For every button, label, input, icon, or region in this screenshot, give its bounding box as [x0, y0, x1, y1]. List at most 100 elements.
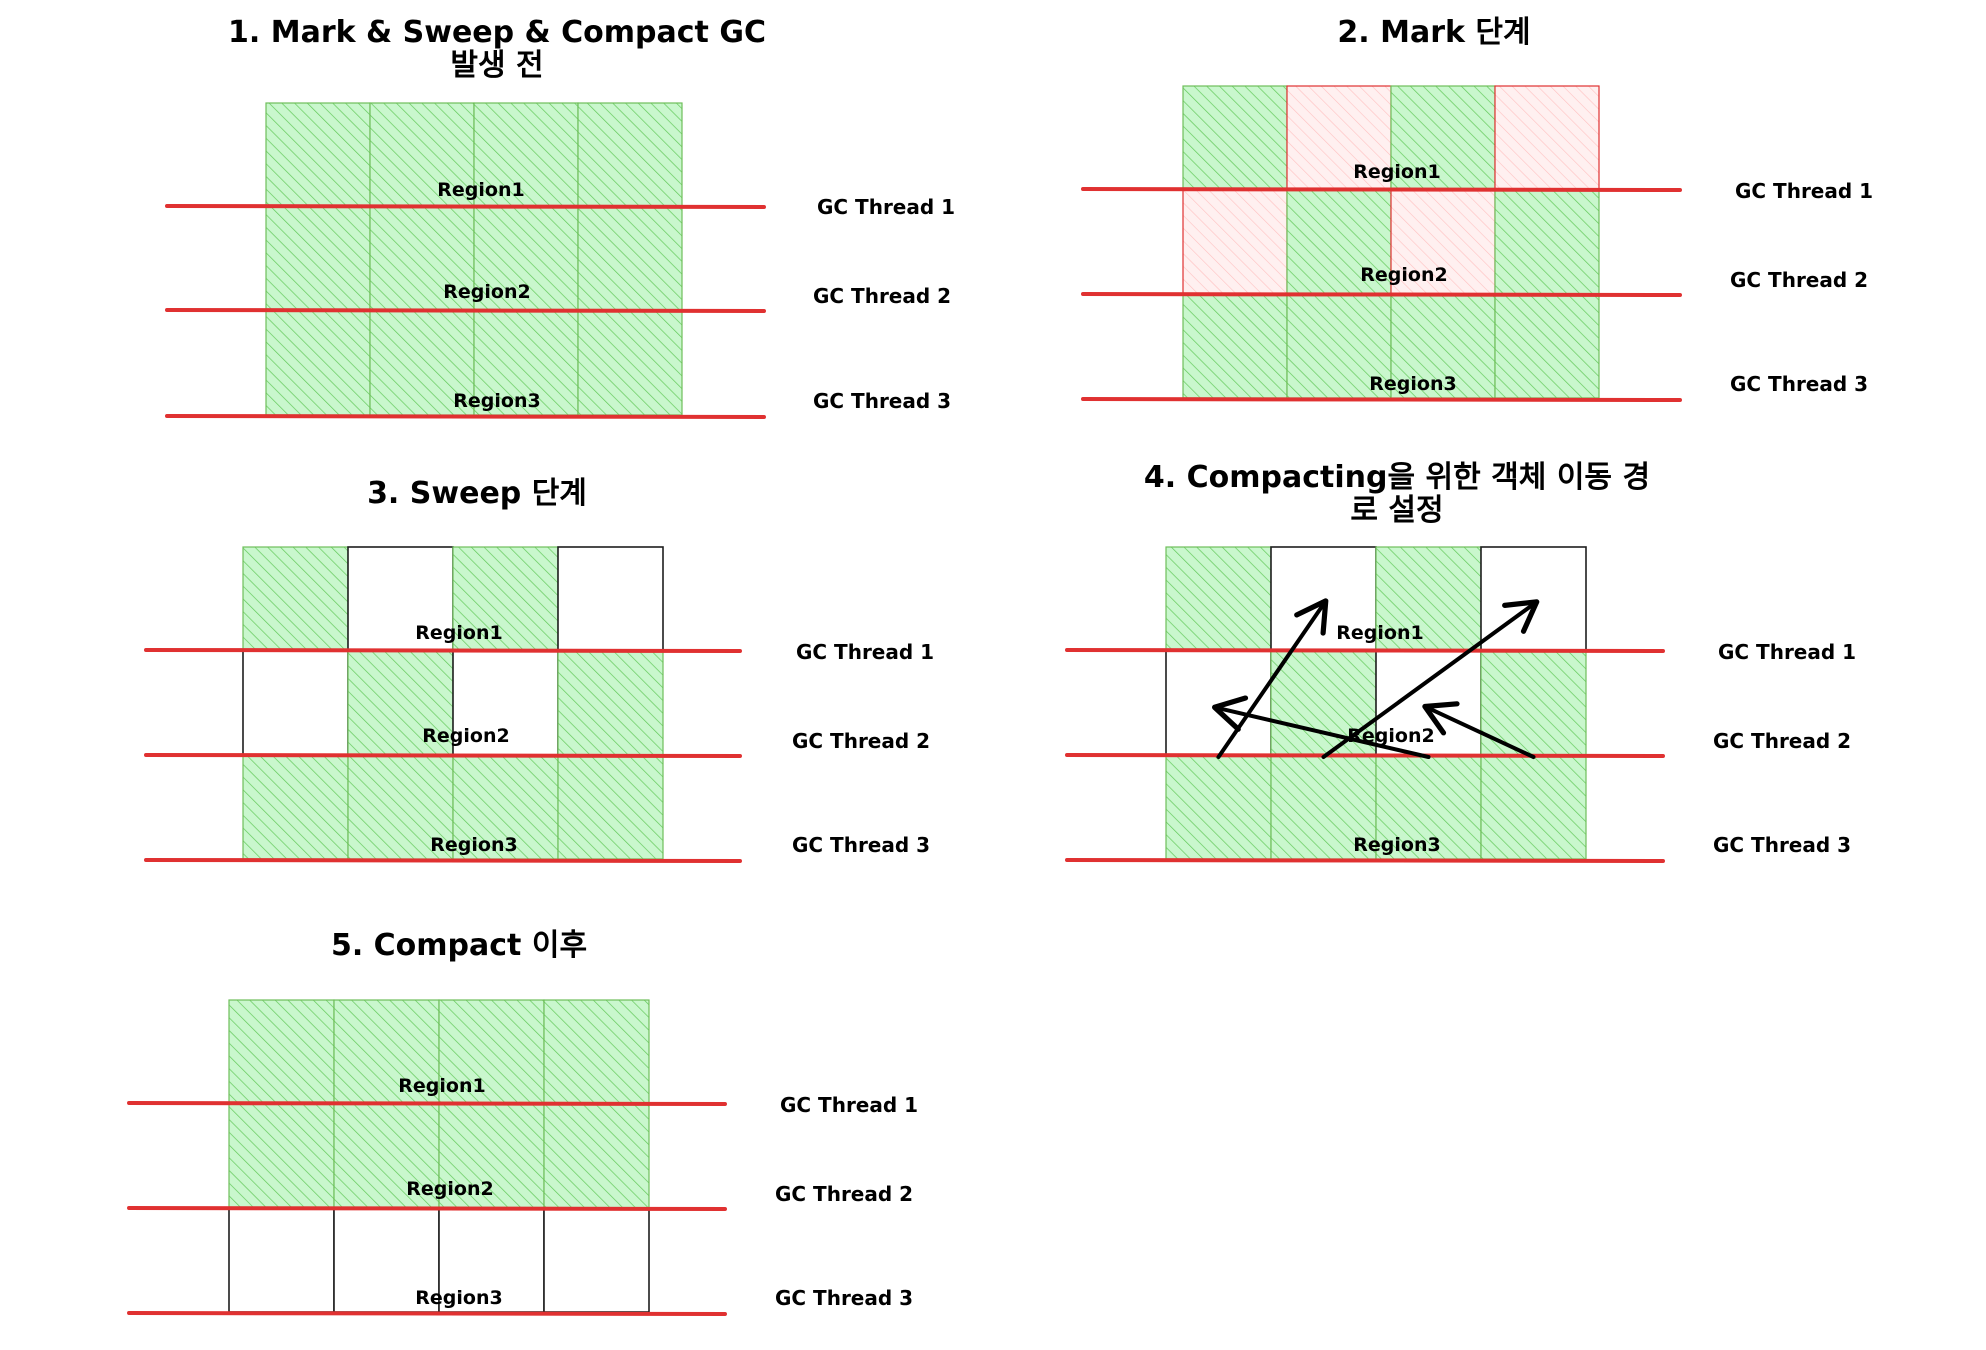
panel-5-cell-r2-c2-live [333, 1103, 440, 1209]
panel-3-cell-r3-c4-live [557, 754, 664, 860]
panel-5: 5. Compact 이후 Region1 Region2 Region3 GC… [127, 928, 918, 1316]
panel-5-region1-label: Region1 [398, 1075, 485, 1097]
panel-4-gc-thread-3-line [1065, 858, 1665, 863]
panel-2-cell-r3-c3-live [1390, 293, 1496, 399]
panel-3-thread-lines [144, 648, 742, 863]
panel-3-memory-grid [242, 546, 664, 860]
panel-3-region2-label: Region2 [422, 725, 509, 747]
panel-5-title: 5. Compact 이후 [331, 928, 587, 963]
panel-1-region3-label: Region3 [453, 390, 540, 412]
panel-3-gc-thread-2-label: GC Thread 2 [792, 729, 930, 753]
panel-2: 2. Mark 단계 Region1 Region2 Region3 GC Th… [1081, 15, 1873, 402]
panel-3-gc-thread-1-line [144, 648, 742, 653]
panel-3-cell-r1-c4-empty [557, 546, 664, 652]
panel-2-cell-r3-c1-live [1182, 293, 1288, 399]
panel-5-cell-r3-c1-empty [228, 1207, 335, 1313]
panel-2-gc-thread-1-line [1081, 187, 1682, 192]
panel-4-memory-grid [1165, 546, 1587, 860]
panel-2-gc-thread-2-line [1081, 292, 1682, 297]
panel-5-region2-label: Region2 [406, 1178, 493, 1200]
panel-1-region1-label: Region1 [437, 179, 524, 201]
panel-3-cell-r1-c3-live [452, 546, 559, 652]
panel-1-gc-thread-1-label: GC Thread 1 [817, 195, 955, 219]
panel-4-cell-r2-c4-live [1480, 650, 1587, 756]
panel-3-cell-r1-c2-empty [347, 546, 454, 652]
panel-5-cell-r1-c1-live [228, 999, 335, 1105]
panel-4-move-arrow-4 [1422, 701, 1536, 759]
panel-1-gc-thread-3-line [165, 414, 766, 419]
panel-1-title-line-2: 발생 전 [450, 48, 543, 83]
panel-2-title: 2. Mark 단계 [1337, 15, 1530, 50]
panel-3-gc-thread-3-label: GC Thread 3 [792, 833, 930, 857]
panel-1-gc-thread-1-line [165, 204, 766, 209]
panel-1-cell-r3-c1-live [265, 310, 371, 416]
panel-4-region3-label: Region3 [1353, 834, 1440, 856]
panel-4: 4. Compacting을 위한 객체 이동 경 로 설정 Region1 R… [1065, 460, 1856, 863]
panel-2-region3-label: Region3 [1369, 373, 1456, 395]
panel-3-region1-label: Region1 [415, 622, 502, 644]
panel-1-cell-r3-c4-live [577, 310, 683, 416]
panel-3-cell-r1-c1-live [242, 546, 349, 652]
panel-2-cell-r2-c2-live [1286, 189, 1392, 295]
panel-5-cell-r1-c3-live [438, 999, 545, 1105]
panel-4-cell-r3-c1-live [1165, 754, 1272, 860]
panel-3-gc-thread-2-line [144, 753, 742, 758]
panel-1-cell-r2-c4-live [577, 206, 683, 312]
panel-4-region1-label: Region1 [1336, 622, 1423, 644]
panel-4-gc-thread-2-line [1065, 753, 1665, 758]
panel-4-cell-r3-c2-live [1270, 754, 1377, 860]
panel-3-cell-r2-c4-live [557, 650, 664, 756]
panel-3-title: 3. Sweep 단계 [367, 476, 587, 511]
panel-2-gc-thread-3-label: GC Thread 3 [1730, 372, 1868, 396]
panel-5-gc-thread-3-label: GC Thread 3 [775, 1286, 913, 1310]
panel-5-gc-thread-1-line [127, 1101, 727, 1106]
panel-4-gc-thread-2-label: GC Thread 2 [1713, 729, 1851, 753]
panel-3-region3-label: Region3 [430, 834, 517, 856]
panel-1-cell-r1-c4-live [577, 102, 683, 208]
panel-4-thread-lines [1065, 648, 1665, 863]
panel-3-cell-r3-c2-live [347, 754, 454, 860]
panel-5-cell-r3-c4-empty [543, 1207, 650, 1313]
panel-4-cell-r2-c2-live [1270, 650, 1377, 756]
panel-5-cell-r2-c1-live [228, 1103, 335, 1209]
panel-4-gc-thread-1-label: GC Thread 1 [1718, 640, 1856, 664]
panel-3-cell-r2-c1-empty [242, 650, 349, 756]
panel-2-cell-r1-c4-garbage [1494, 85, 1600, 191]
panel-2-gc-thread-3-line [1081, 397, 1682, 402]
panel-5-cell-r3-c2-empty [333, 1207, 440, 1313]
panel-1-cell-r1-c2-live [369, 102, 475, 208]
panel-2-thread-lines [1081, 187, 1682, 402]
panel-1-cell-r1-c3-live [473, 102, 579, 208]
panel-3-gc-thread-1-label: GC Thread 1 [796, 640, 934, 664]
panel-4-cell-r3-c4-live [1480, 754, 1587, 860]
panel-5-gc-thread-3-line [127, 1311, 727, 1316]
panel-5-cell-r1-c4-live [543, 999, 650, 1105]
panel-1-gc-thread-2-label: GC Thread 2 [813, 284, 951, 308]
panel-4-move-arrows [1212, 598, 1540, 759]
panel-2-gc-thread-2-label: GC Thread 2 [1730, 268, 1868, 292]
panel-1: 1. Mark & Sweep & Compact GC 발생 전 Region… [165, 15, 955, 419]
panel-5-cell-r2-c4-live [543, 1103, 650, 1209]
panel-5-gc-thread-2-line [127, 1206, 727, 1211]
panel-4-cell-r1-c4-empty [1480, 546, 1587, 652]
panel-4-move-arrow-2 [1321, 599, 1540, 759]
panel-1-region2-label: Region2 [443, 281, 530, 303]
panel-2-cell-r2-c3-garbage [1390, 189, 1496, 295]
panel-5-thread-lines [127, 1101, 727, 1316]
panel-5-gc-thread-2-label: GC Thread 2 [775, 1182, 913, 1206]
panel-2-cell-r1-c1-live [1182, 85, 1288, 191]
panel-2-memory-grid [1182, 85, 1600, 399]
panel-3-cell-r3-c1-live [242, 754, 349, 860]
panel-1-gc-thread-2-line [165, 308, 766, 313]
panel-2-region2-label: Region2 [1360, 264, 1447, 286]
panel-1-cell-r3-c2-live [369, 310, 475, 416]
panel-4-gc-thread-3-label: GC Thread 3 [1713, 833, 1851, 857]
panel-2-cell-r3-c4-live [1494, 293, 1600, 399]
panel-2-cell-r1-c3-live [1390, 85, 1496, 191]
panel-1-cell-r2-c1-live [265, 206, 371, 312]
panel-2-gc-thread-1-label: GC Thread 1 [1735, 179, 1873, 203]
panel-1-thread-lines [165, 204, 766, 419]
panel-1-cell-r3-c3-live [473, 310, 579, 416]
panel-3-gc-thread-3-line [144, 858, 742, 863]
